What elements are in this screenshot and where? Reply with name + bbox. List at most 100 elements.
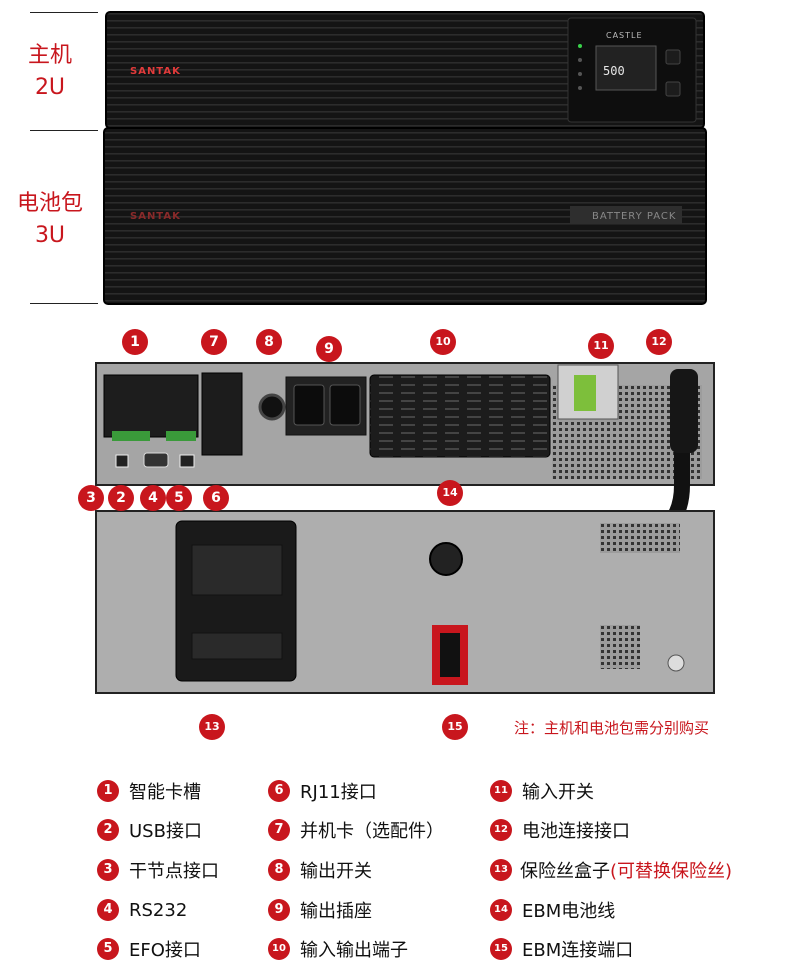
legend-item-13: 13 保险丝盒子(可替换保险丝) bbox=[490, 856, 732, 884]
rs232-port bbox=[143, 452, 169, 468]
host-button-bottom bbox=[665, 81, 681, 97]
battery-rear-vent-top bbox=[600, 523, 680, 553]
legend-text: 输出开关 bbox=[300, 861, 372, 882]
front-view bbox=[103, 11, 707, 305]
callout-11: 11 bbox=[588, 333, 614, 359]
divider-bottom bbox=[30, 303, 98, 304]
legend-extra-note: (可替换保险丝) bbox=[610, 861, 733, 882]
legend-number: 10 bbox=[268, 938, 290, 960]
fuse-box-inner-top bbox=[191, 544, 283, 596]
legend-text: 保险丝盒子 bbox=[520, 861, 610, 882]
legend-item-2: 2 USB接口 bbox=[97, 816, 202, 844]
legend-text: RS232 bbox=[129, 899, 188, 921]
legend-item-3: 3 干节点接口 bbox=[97, 856, 219, 884]
parallel-card bbox=[201, 372, 243, 456]
legend-item-11: 11 输入开关 bbox=[490, 777, 594, 805]
legend-text: EBM连接端口 bbox=[522, 940, 634, 961]
legend-text: 电池连接接口 bbox=[522, 821, 630, 842]
host-led-1 bbox=[578, 44, 582, 48]
host-led-3 bbox=[578, 72, 582, 76]
legend-text: 输入开关 bbox=[522, 782, 594, 803]
host-brand-logo: SANTAK bbox=[130, 66, 181, 77]
purchase-note: 注：主机和电池包需分别购买 bbox=[514, 719, 710, 737]
battery-rear-vent-bottom bbox=[600, 625, 640, 669]
fuse-box-inner-bottom bbox=[191, 632, 283, 660]
legend-number: 3 bbox=[97, 859, 119, 881]
legend-item-6: 6 RJ11接口 bbox=[268, 777, 377, 805]
output-breaker bbox=[258, 393, 286, 421]
battery-brand-logo: SANTAK bbox=[130, 211, 181, 222]
callout-6: 6 bbox=[203, 485, 229, 511]
legend-number: 14 bbox=[490, 899, 512, 921]
callout-5: 5 bbox=[166, 485, 192, 511]
legend-number: 15 bbox=[490, 938, 512, 960]
legend-number: 13 bbox=[490, 859, 512, 881]
battery-label: 电池包 3U bbox=[0, 188, 100, 252]
legend-number: 8 bbox=[268, 859, 290, 881]
battery-pack-label-plate bbox=[570, 206, 682, 224]
host-model-text: CASTLE bbox=[606, 31, 643, 40]
divider-middle bbox=[30, 130, 98, 131]
legend-item-1: 1 智能卡槽 bbox=[97, 777, 201, 805]
callout-14: 14 bbox=[437, 480, 463, 506]
legend-number: 1 bbox=[97, 780, 119, 802]
callout-12: 12 bbox=[646, 329, 672, 355]
callout-9: 9 bbox=[316, 336, 342, 362]
ebm-connection-port-inner bbox=[440, 633, 460, 677]
battery-label-line1: 电池包 bbox=[16, 191, 83, 216]
rear-view bbox=[95, 362, 715, 694]
callout-2: 2 bbox=[108, 485, 134, 511]
host-led-2 bbox=[578, 58, 582, 62]
legend-number: 6 bbox=[268, 780, 290, 802]
legend-text: 输出插座 bbox=[300, 901, 372, 922]
callout-7: 7 bbox=[201, 329, 227, 355]
callout-1: 1 bbox=[122, 329, 148, 355]
legend-item-8: 8 输出开关 bbox=[268, 856, 372, 884]
battery-pack-text: BATTERY PACK bbox=[592, 211, 677, 222]
host-label-line1: 主机 bbox=[27, 43, 72, 68]
input-switch bbox=[574, 375, 596, 411]
battery-pack-unit bbox=[103, 127, 707, 305]
legend-text: EFO接口 bbox=[129, 940, 201, 961]
callout-13: 13 bbox=[199, 714, 225, 740]
legend-number: 12 bbox=[490, 819, 512, 841]
legend-item-7: 7 并机卡（选配件） bbox=[268, 816, 444, 844]
smart-slot bbox=[103, 374, 199, 438]
output-socket-1 bbox=[293, 384, 325, 426]
legend-number: 2 bbox=[97, 819, 119, 841]
host-lcd-value: 500 bbox=[603, 64, 625, 78]
output-socket-2 bbox=[329, 384, 361, 426]
host-label: 主机 2U bbox=[0, 40, 100, 104]
divider-top bbox=[30, 12, 98, 13]
legend-text: RJ11接口 bbox=[300, 782, 377, 803]
callout-3: 3 bbox=[78, 485, 104, 511]
callout-10: 10 bbox=[430, 329, 456, 355]
callout-15: 15 bbox=[442, 714, 468, 740]
usb-port bbox=[115, 454, 129, 468]
ebm-cable-gland bbox=[429, 542, 463, 576]
ground-screw bbox=[667, 654, 685, 672]
io-terminal-block bbox=[369, 374, 551, 458]
legend-text: 智能卡槽 bbox=[129, 782, 201, 803]
legend-item-12: 12 电池连接接口 bbox=[490, 816, 630, 844]
rj11-port bbox=[179, 454, 195, 468]
legend-item-15: 15 EBM连接端口 bbox=[490, 935, 633, 963]
legend-item-4: 4 RS232 bbox=[97, 896, 187, 924]
legend-text: USB接口 bbox=[129, 821, 202, 842]
callout-4: 4 bbox=[140, 485, 166, 511]
legend-number: 11 bbox=[490, 780, 512, 802]
legend-item-5: 5 EFO接口 bbox=[97, 935, 201, 963]
host-label-line2: 2U bbox=[34, 75, 66, 100]
legend-number: 4 bbox=[97, 899, 119, 921]
legend-number: 7 bbox=[268, 819, 290, 841]
host-lcd bbox=[595, 45, 657, 91]
legend-number: 5 bbox=[97, 938, 119, 960]
legend-text: 干节点接口 bbox=[129, 861, 219, 882]
legend-item-10: 10 输入输出端子 bbox=[268, 935, 408, 963]
host-button-top bbox=[665, 49, 681, 65]
legend-text: 输入输出端子 bbox=[300, 940, 408, 961]
battery-label-line2: 3U bbox=[34, 223, 66, 248]
legend-text: 并机卡（选配件） bbox=[300, 821, 444, 842]
